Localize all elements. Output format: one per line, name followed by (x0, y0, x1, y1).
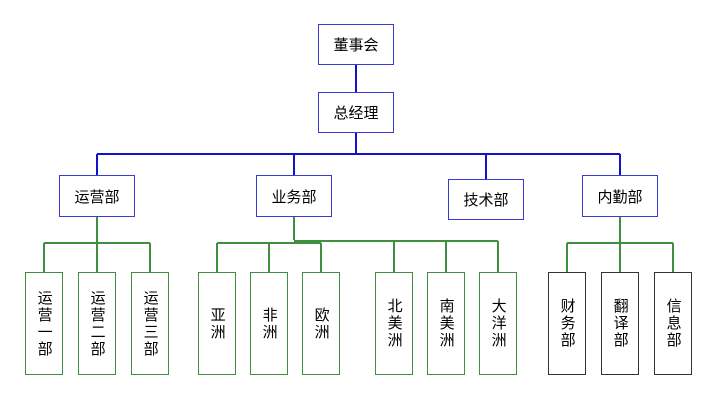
node-ops-2: 运营二部 (78, 272, 116, 375)
node-biz-south-america: 南美洲 (427, 272, 465, 375)
node-ops-1: 运营一部 (25, 272, 63, 375)
node-board: 董事会 (318, 24, 394, 65)
node-biz-asia: 亚洲 (198, 272, 236, 375)
node-biz-africa: 非洲 (250, 272, 288, 375)
node-admin-information: 信息部 (654, 272, 692, 375)
node-operations: 运营部 (59, 175, 135, 217)
node-business: 业务部 (256, 175, 332, 217)
node-gm: 总经理 (318, 92, 394, 133)
node-admin-translation: 翻译部 (601, 272, 639, 375)
node-tech: 技术部 (448, 179, 524, 220)
node-admin-finance: 财务部 (548, 272, 586, 375)
node-admin: 内勤部 (582, 175, 658, 217)
node-ops-3: 运营三部 (131, 272, 169, 375)
node-biz-oceania: 大洋洲 (479, 272, 517, 375)
node-biz-north-america: 北美洲 (375, 272, 413, 375)
node-biz-europe: 欧洲 (302, 272, 340, 375)
